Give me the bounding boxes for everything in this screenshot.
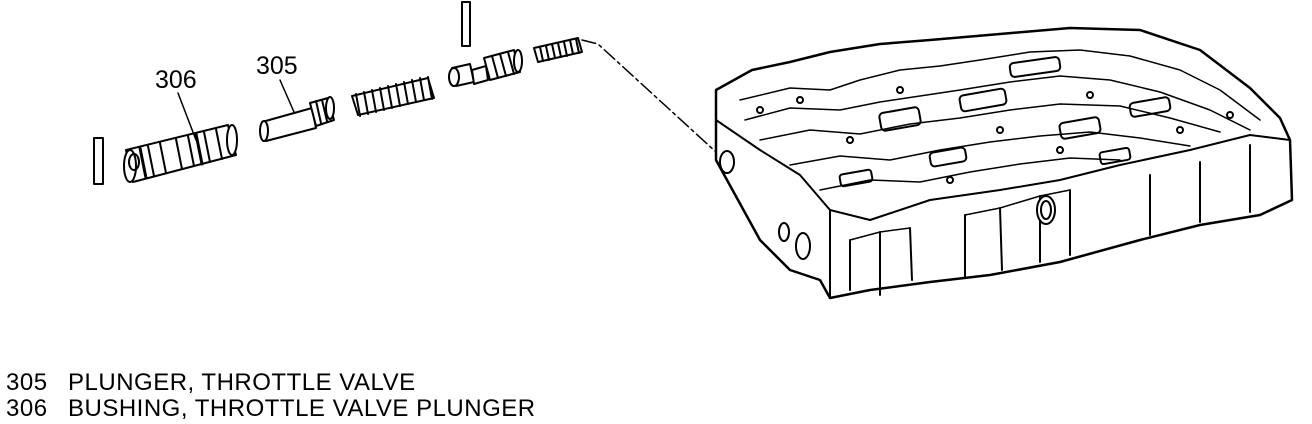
- legend-row: 305 PLUNGER, THROTTLE VALVE: [6, 370, 536, 396]
- parts-legend: 305 PLUNGER, THROTTLE VALVE 306 BUSHING,…: [6, 370, 536, 422]
- valve-body-casting: [714, 26, 1294, 300]
- legend-part-number: 305: [6, 369, 48, 396]
- legend-part-number: 306: [6, 395, 48, 422]
- bushing-306-part: [123, 124, 238, 183]
- legend-part-description: BUSHING, THROTTLE VALVE PLUNGER: [68, 395, 536, 422]
- throttle-valve-part: [448, 49, 523, 87]
- plunger-305-part: [259, 96, 335, 142]
- legend-row: 306 BUSHING, THROTTLE VALVE PLUNGER: [6, 396, 536, 422]
- alignment-line: [581, 39, 717, 153]
- spring-part: [351, 76, 435, 117]
- callout-305: 305: [256, 52, 298, 80]
- retaining-pin-top: [461, 1, 471, 47]
- callout-306: 306: [155, 66, 197, 94]
- legend-part-description: PLUNGER, THROTTLE VALVE: [68, 369, 416, 396]
- leader-lines: [177, 79, 295, 141]
- retaining-pin-left: [93, 137, 104, 185]
- small-spring-part: [533, 37, 583, 63]
